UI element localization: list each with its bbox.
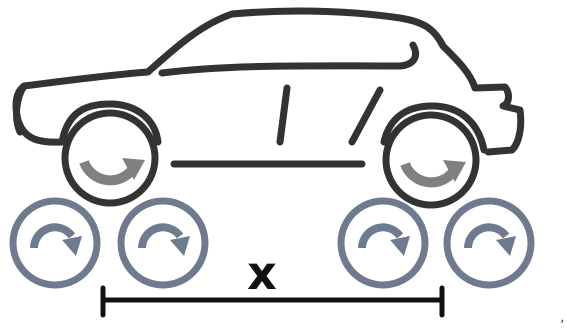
roller-clockwise-icon: [30, 223, 82, 256]
car-outline-icon: [12, 7, 525, 168]
dimension-line: [100, 285, 445, 318]
roller-clockwise-icon: [138, 223, 190, 256]
roller-clockwise-icon: [358, 223, 410, 256]
door-pillar-rear: [348, 86, 384, 146]
rear-wheel: [382, 111, 480, 209]
front-wheel-arch: [58, 100, 162, 146]
clockwise-arrow-icon: [400, 160, 466, 188]
rear-wheel-arch: [380, 102, 488, 154]
dimension-label: x: [247, 246, 277, 300]
roller-4: [443, 197, 535, 289]
front-wheel: [61, 109, 159, 207]
roller-1: [9, 197, 101, 289]
clockwise-arrow-icon: [79, 158, 145, 186]
door-pillar-front: [276, 84, 291, 146]
corner-mark: ʼ: [560, 318, 564, 332]
roller-2: [117, 197, 209, 289]
window-line: [158, 41, 420, 77]
roller-clockwise-icon: [464, 223, 516, 256]
front-bumper: [13, 82, 28, 136]
roller-3: [337, 197, 429, 289]
car-body-outline: [12, 7, 525, 156]
